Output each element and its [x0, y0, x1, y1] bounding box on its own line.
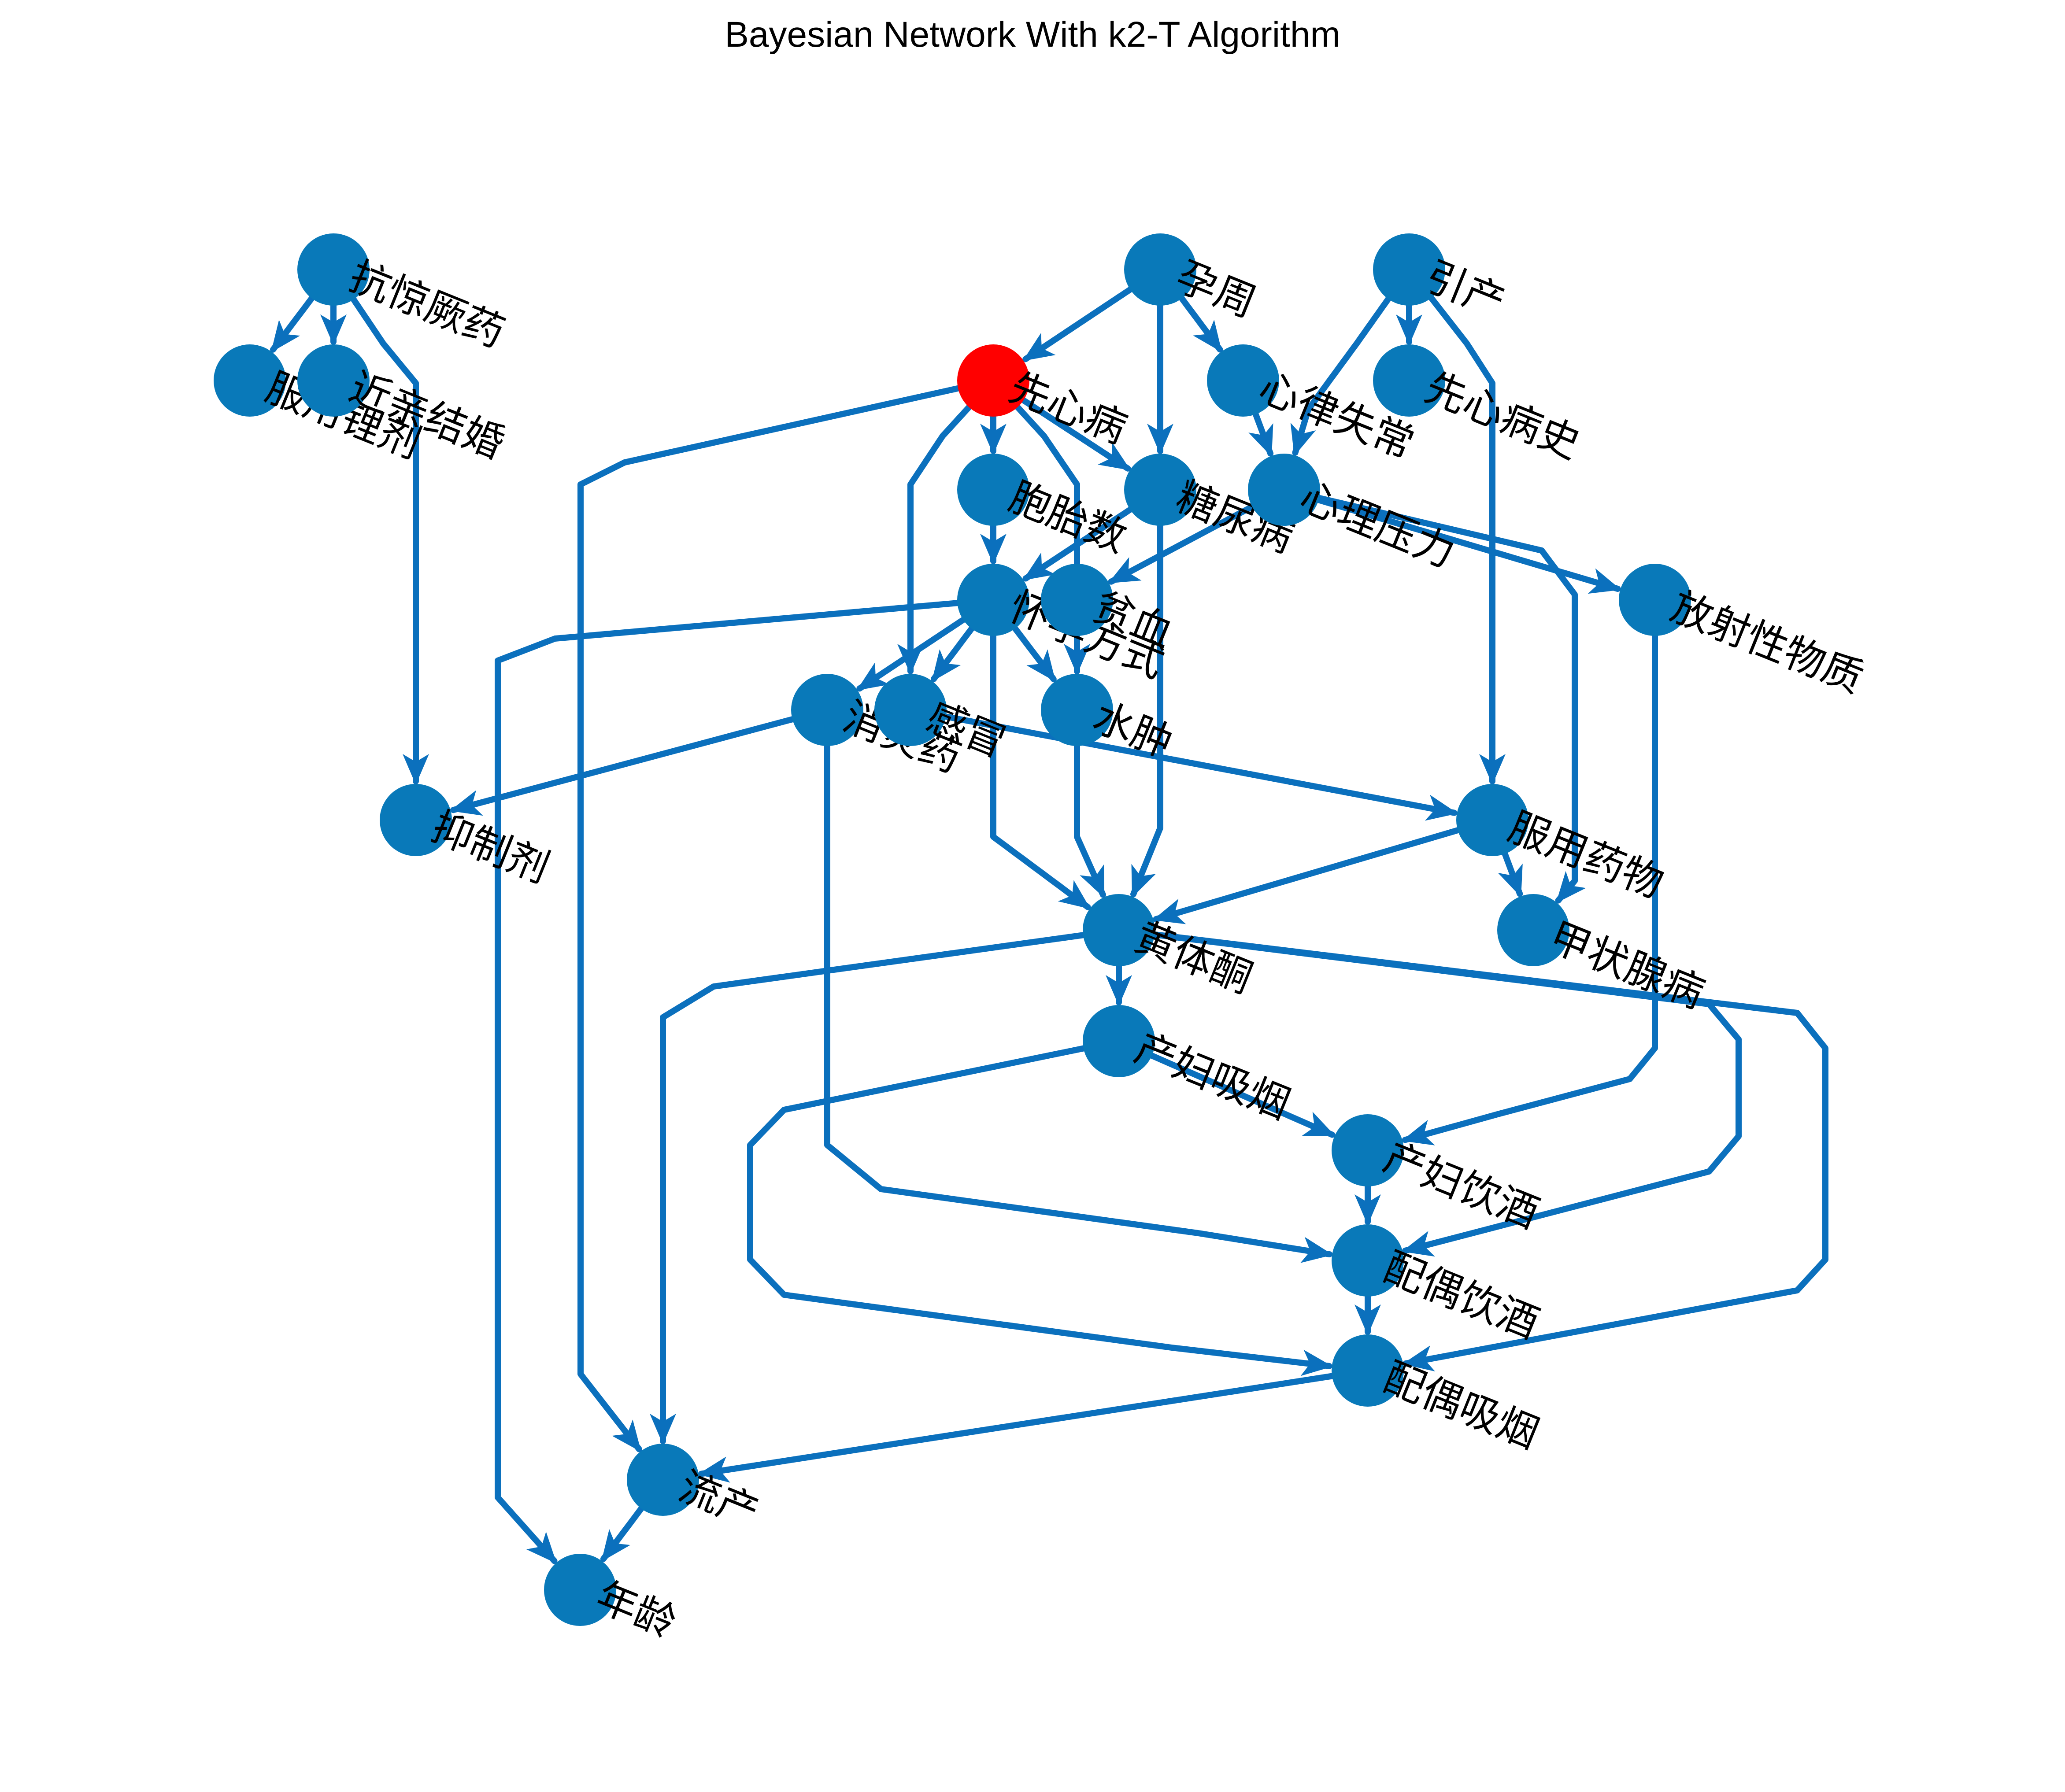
edge-fangshexingwuzhi-to-chanfuyinjiu	[1402, 633, 1658, 1145]
edge-yunzhou-to-xinlvshichang	[1179, 295, 1223, 353]
edge-xiaoyanyao-to-yizhiji	[450, 716, 796, 816]
node-circle-baotaishu	[957, 454, 1029, 526]
node-circle-kangjingjueyao	[297, 233, 370, 306]
node-circle-xinlvshichang	[1207, 344, 1279, 417]
edge-liuchan-to-nianling	[600, 1505, 644, 1562]
node-circle-huangtitong	[1083, 894, 1155, 966]
edge-huaiyunfangshi-to-shuizhong	[1012, 625, 1057, 682]
node-circle-shuizhong	[1041, 674, 1113, 746]
edge-yunzhou-to-xianxinbing	[1022, 286, 1133, 362]
node-circle-xianxinbing	[957, 344, 1029, 417]
edge-ganmao-to-fuyongyaowu	[943, 713, 1458, 821]
edge-kangjingjueyao-to-yizhiji	[350, 296, 429, 785]
edge-huangtitong-to-liuchan	[650, 932, 1086, 1445]
node-circle-chanfuxiyan	[1083, 1005, 1155, 1077]
node-circle-chanfuyinjiu	[1332, 1114, 1404, 1186]
edge-huaiyunfangshi-to-xiaoyanyao	[856, 617, 966, 692]
edge-huaiyunfangshi-to-nianling	[495, 600, 961, 1564]
node-circle-yinchan	[1373, 233, 1445, 306]
edge-xianxinbing-to-ganmao	[897, 404, 972, 675]
diagram-title: Bayesian Network With k2-T Algorithm	[725, 15, 1340, 55]
edge-huaiyunfangshi-to-huangtitong	[990, 633, 1091, 910]
node-circle-fangshexingwuzhi	[1619, 564, 1691, 636]
edge-peiouxiyan-to-liuchan	[698, 1373, 1335, 1483]
node-circle-fuyongyaowu	[1456, 784, 1528, 856]
edge-yinchan-to-fuyongyaowu	[1428, 295, 1506, 785]
edge-xinlvshichang-to-xinliyali	[1248, 411, 1274, 457]
edge-xinliyali-to-fangshexingwuzhi	[1315, 497, 1621, 594]
node-circle-jiazhuangxianbing	[1497, 894, 1569, 966]
node-circle-liuchan	[627, 1444, 699, 1516]
node-circle-tangniaobing	[1124, 454, 1196, 526]
node-circle-huaiyunfangshi	[957, 564, 1029, 636]
edge-xiaoyanyao-to-peiouyinjiu	[824, 743, 1333, 1263]
edge-huangtitong-to-peiouxiyan	[1151, 931, 1828, 1372]
edge-xinliyali-to-jiazhuangxianbing	[1316, 495, 1586, 904]
edge-shuizhong-to-huangtitong	[1074, 743, 1106, 898]
edge-yinchan-to-xinliyali	[1290, 296, 1391, 456]
node-circle-xinliyali	[1248, 454, 1320, 526]
edges-layer	[270, 286, 1828, 1564]
node-liuchan: 流产	[627, 1444, 765, 1537]
node-circle-xianxinbingshi	[1373, 344, 1445, 417]
node-circle-peiouxiyan	[1332, 1334, 1404, 1407]
node-circle-yunzhou	[1124, 233, 1196, 306]
node-circle-fuyonglil	[214, 344, 286, 417]
edge-xinliyali-to-pinxue	[1108, 503, 1255, 585]
node-circle-ganmao	[874, 674, 947, 746]
edge-xianxinbing-to-liuchan	[577, 385, 961, 1452]
node-circle-xiaoyanyao	[791, 674, 863, 746]
edge-xianxinbing-to-tangniaobing	[1020, 397, 1131, 472]
node-circle-pinxue	[1041, 564, 1113, 636]
edge-chanfuxiyan-to-peiouxiyan	[747, 1045, 1333, 1376]
edge-kangjingjueyao-to-fuyonglil	[270, 295, 315, 353]
edge-tangniaobing-to-huangtitong	[1130, 523, 1163, 898]
node-pinxue: 贫血	[1041, 564, 1179, 657]
edge-fuyongyaowu-to-jiazhuangxianbing	[1498, 850, 1523, 897]
node-circle-nianling	[544, 1554, 616, 1626]
edge-fuyongyaowu-to-huangtitong	[1152, 827, 1461, 924]
edge-chanfuxiyan-to-chanfuyinjiu	[1149, 1053, 1336, 1138]
edge-tangniaobing-to-huaiyunfangshi	[1022, 506, 1133, 582]
node-circle-yizhiji	[380, 784, 452, 856]
node-circle-peiouyinjiu	[1332, 1224, 1404, 1297]
edge-huaiyunfangshi-to-ganmao	[930, 625, 975, 682]
node-circle-jinqinjiehun	[297, 344, 370, 417]
